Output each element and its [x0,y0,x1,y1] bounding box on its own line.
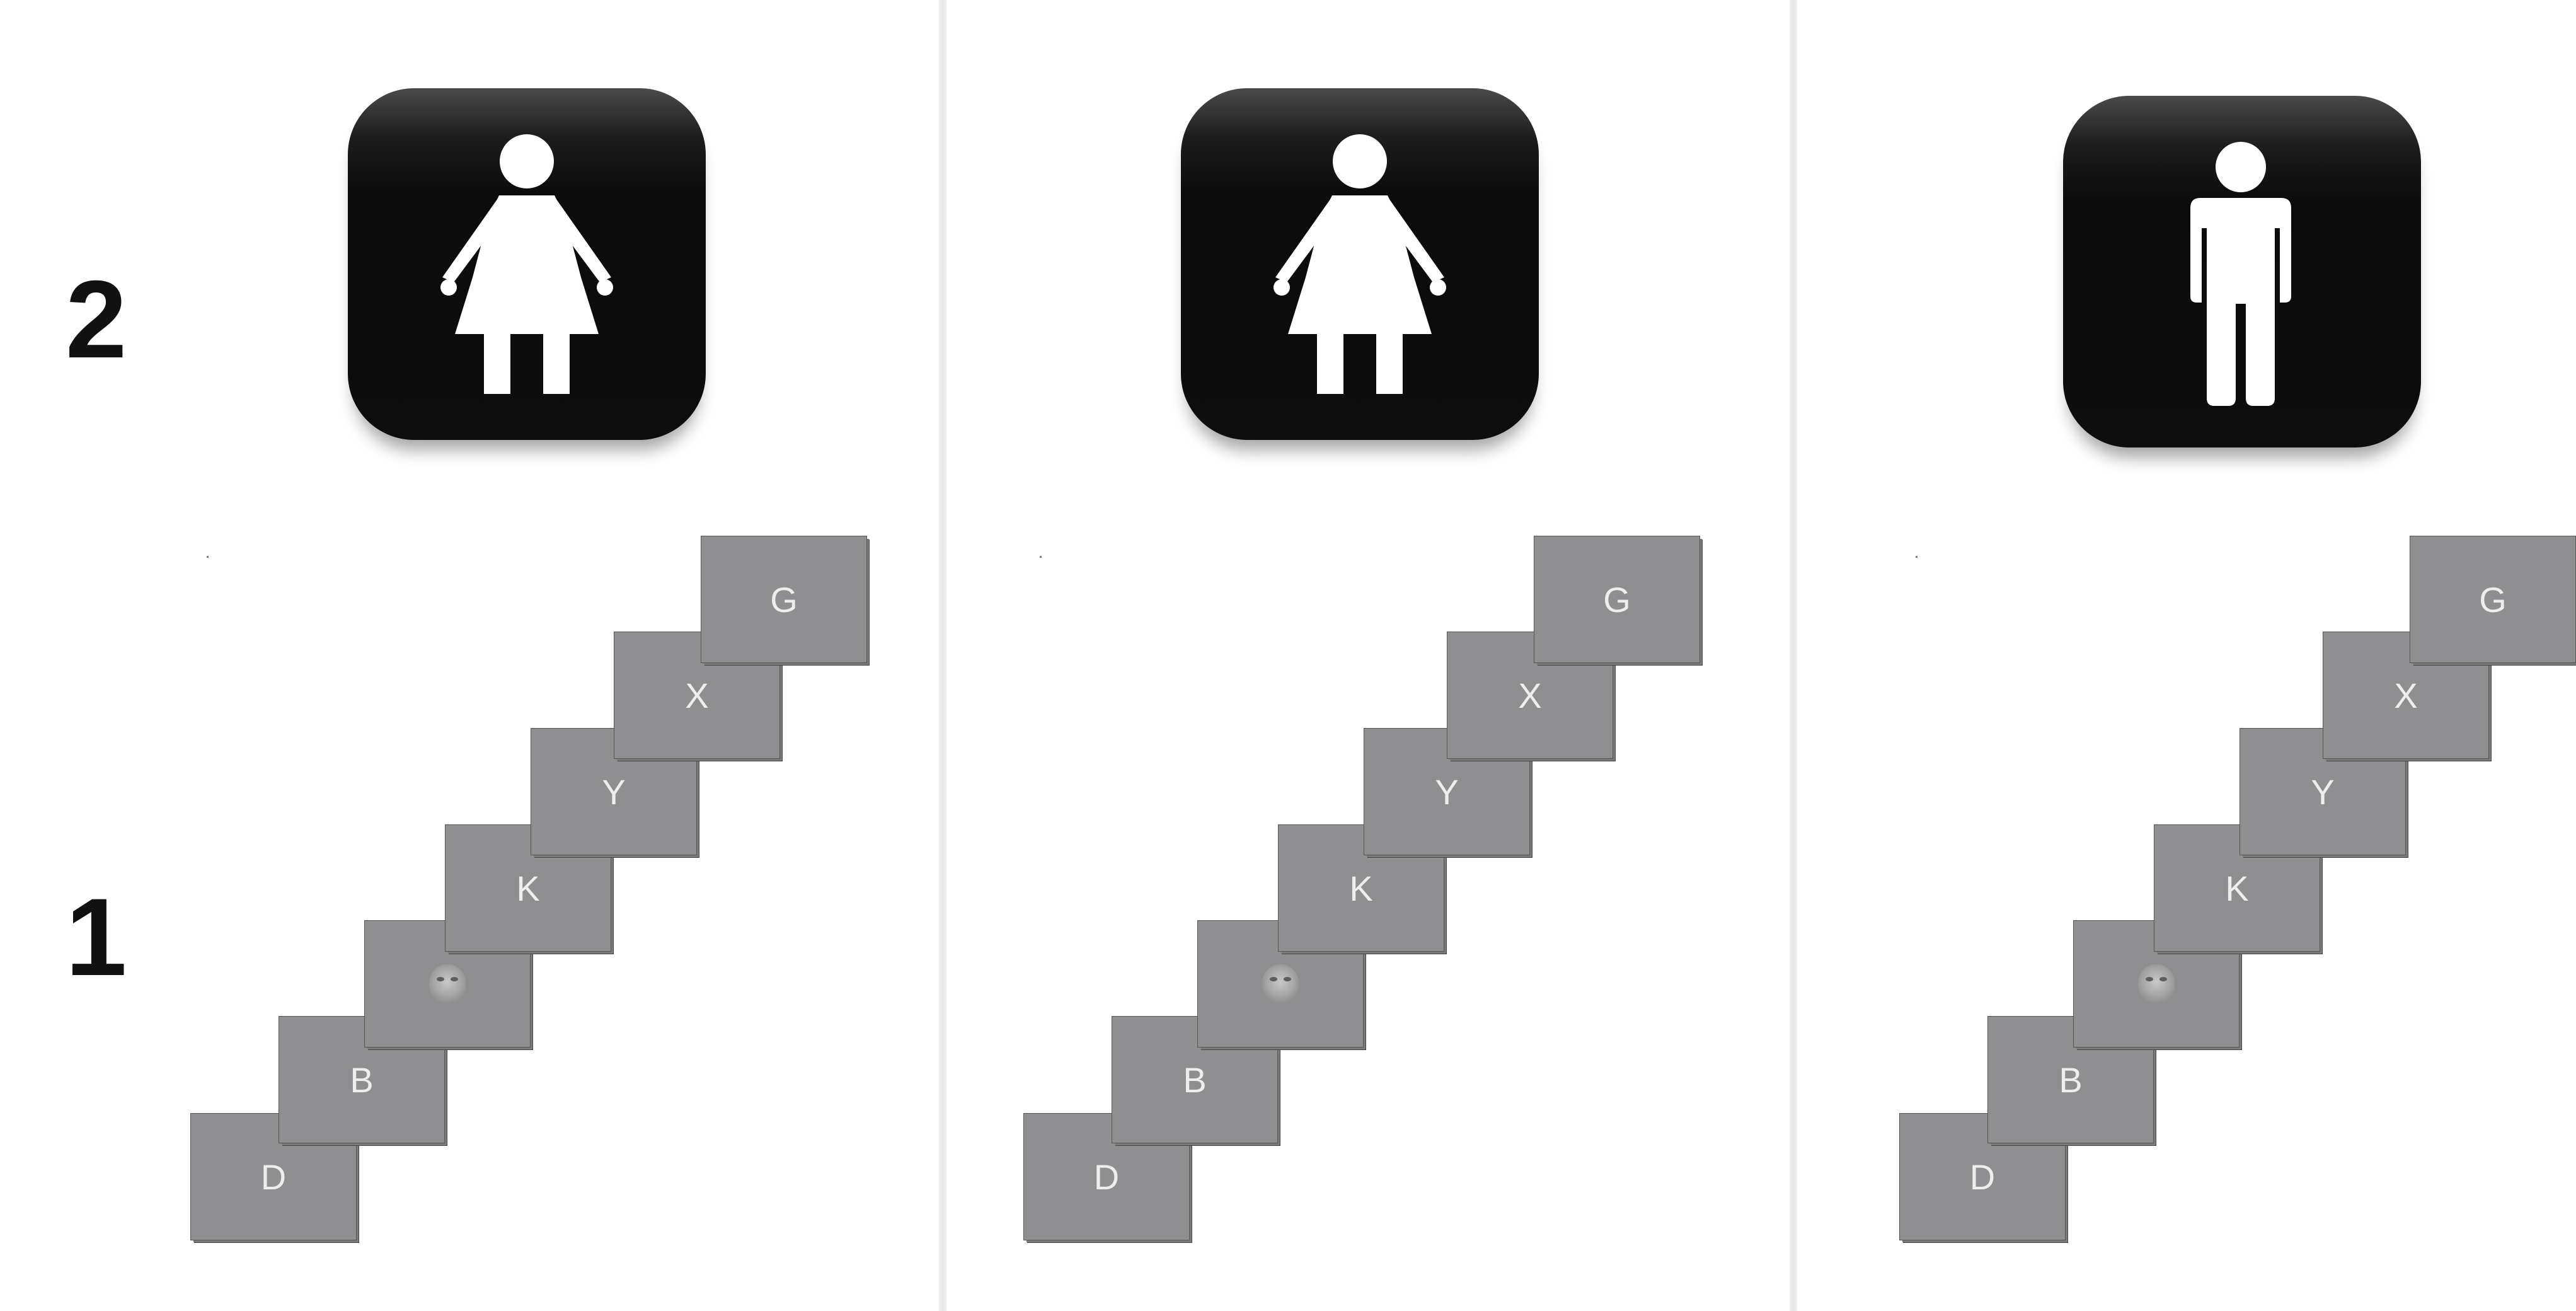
card-letter: X [2394,675,2418,715]
card: G [701,536,867,663]
card-letter: Y [2311,771,2335,812]
card-letter: D [1969,1157,1996,1197]
row-label-2: 2 [66,258,127,381]
speck [1916,556,1918,558]
card-letter: Y [1435,771,1459,812]
card-letter: G [1603,579,1631,620]
card-letter: B [2059,1060,2083,1100]
card-letter: G [2479,579,2507,620]
card: G [2410,536,2576,663]
card-letter: K [516,868,540,908]
face-icon [429,964,466,1003]
card-letter: G [770,579,798,620]
female-person-icon [1181,88,1539,440]
card-letter: X [685,675,709,715]
card-letter: B [350,1060,374,1100]
face-icon [1262,964,1299,1003]
card-letter: K [1349,868,1373,908]
card-letter: B [1183,1060,1207,1100]
card-letter: D [260,1157,287,1197]
card: G [1534,536,1700,663]
panel-3: D B K Y X G [1709,0,2576,1311]
face-icon [2138,964,2175,1003]
divider-1 [939,0,946,1311]
speck [1040,556,1042,558]
card-letter: Y [602,771,626,812]
female-person-icon [348,88,706,440]
card: K [445,824,611,952]
speck [207,556,209,558]
row-label-1: 1 [66,876,127,999]
card-letter: D [1093,1157,1120,1197]
panel-2: D B K Y X G [833,0,1700,1311]
card: X [614,632,780,759]
card-letter: K [2225,868,2249,908]
divider-2 [1790,0,1797,1311]
male-person-icon [2063,96,2421,448]
card-letter: X [1518,675,1542,715]
card: X [2323,632,2489,759]
panel-1: D B K Y X G [0,0,867,1311]
card: B [1987,1016,2154,1143]
